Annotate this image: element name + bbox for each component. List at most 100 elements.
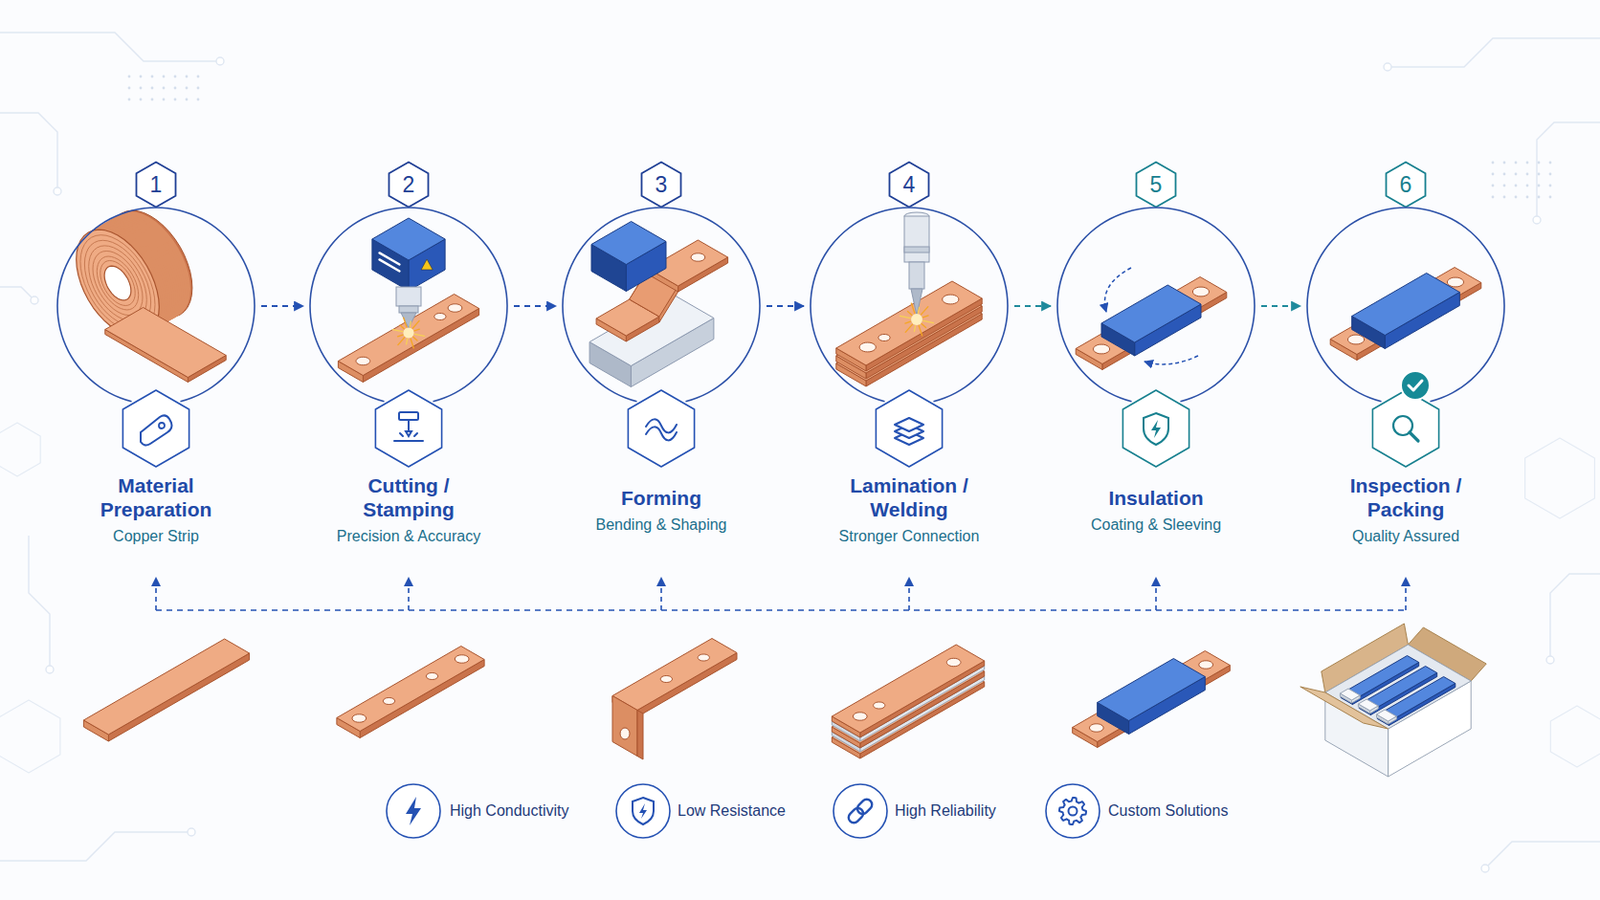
feature-icon xyxy=(616,784,670,839)
link-icon xyxy=(855,798,875,818)
bolt-hole xyxy=(355,356,371,365)
spark xyxy=(917,308,919,314)
process-step: Inspection / PackingQuality Assured xyxy=(1306,206,1506,406)
feature-label: High Conductivity xyxy=(449,801,570,822)
spark xyxy=(393,330,403,333)
spark xyxy=(400,325,404,330)
callout-number: 2 xyxy=(402,172,416,198)
product-bent-bar xyxy=(612,639,737,712)
product-row xyxy=(83,623,1487,778)
step-number: 5 xyxy=(1134,160,1178,209)
grid-dot xyxy=(1537,196,1541,200)
callout-number: 1 xyxy=(150,172,163,198)
press-tool xyxy=(591,222,667,266)
warning-sign xyxy=(421,259,433,270)
flow-arrow xyxy=(513,305,556,308)
check-mark xyxy=(1408,380,1423,391)
grid-dot xyxy=(1491,173,1495,177)
feature-icon xyxy=(616,784,670,839)
grid-dot xyxy=(151,98,155,102)
grid-dot xyxy=(1491,184,1495,188)
packed-bar xyxy=(1377,677,1456,723)
grid-dot xyxy=(128,98,132,102)
process-step: Material PreparationCopper Strip xyxy=(56,206,256,406)
step-icon xyxy=(394,412,423,442)
feature-icon xyxy=(833,784,888,839)
icon-hexagon xyxy=(875,390,942,467)
number-hexagon xyxy=(1386,162,1426,208)
step-illustration xyxy=(1330,267,1482,361)
decor-hexagon xyxy=(0,422,41,477)
plate-icon xyxy=(158,422,165,429)
laser-stripe xyxy=(379,259,400,271)
process-step: InsulationCoating & Sleeving xyxy=(1056,206,1256,406)
bolt-hole xyxy=(1446,277,1464,288)
grid-dot xyxy=(1537,161,1541,165)
gear-icon xyxy=(1059,798,1087,825)
grid-dot xyxy=(174,98,178,102)
check-badge xyxy=(1400,371,1430,400)
product-punched-bar xyxy=(336,646,485,733)
grid-dot xyxy=(1549,161,1553,165)
grid-dot xyxy=(1549,184,1553,188)
step-label: InsulationCoating & Sleeving xyxy=(1026,486,1286,535)
grid-dot xyxy=(1503,161,1507,165)
spark xyxy=(911,303,915,313)
grid-dot xyxy=(197,87,200,90)
feature-icon xyxy=(833,784,888,839)
step-circle xyxy=(809,206,1009,402)
step-circle xyxy=(56,206,256,406)
bolt-hole xyxy=(852,712,867,721)
bolt-hole xyxy=(454,655,469,664)
flow-arrow xyxy=(1261,305,1301,308)
circuit-pad xyxy=(53,187,62,196)
laser-nozzle xyxy=(399,306,419,313)
spark xyxy=(921,324,926,329)
plate-icon xyxy=(140,415,173,445)
callout-number: 5 xyxy=(1150,172,1163,198)
circuit-trace xyxy=(0,832,192,862)
step-label: Lamination / WeldingStronger Connection xyxy=(779,473,1039,547)
grid-dot xyxy=(162,75,166,79)
feature-label: High Reliability xyxy=(894,801,997,822)
step-subtitle: Coating & Sleeving xyxy=(1026,515,1286,535)
spark xyxy=(905,324,912,333)
spark xyxy=(923,320,934,323)
circuit-pad xyxy=(30,296,39,305)
dot-grid xyxy=(128,75,1553,200)
weld-torch-band xyxy=(904,246,930,253)
packed-bar-end xyxy=(1377,710,1398,722)
circuit-pad xyxy=(1383,63,1392,71)
step-label: Material PreparationCopper Strip xyxy=(26,473,286,547)
spark xyxy=(414,333,424,336)
motion-arrow xyxy=(1104,267,1132,312)
callout-number: 3 xyxy=(655,172,668,198)
step-subtitle: Bending & Shaping xyxy=(532,515,791,535)
spark xyxy=(921,307,929,315)
bolt-icon xyxy=(1151,420,1161,439)
spark xyxy=(905,321,912,324)
bolt-hole xyxy=(1093,344,1111,355)
bolt-hole xyxy=(946,658,961,667)
bracket-arrow xyxy=(407,577,410,611)
grid-dot xyxy=(1549,173,1553,177)
grid-dot xyxy=(1514,184,1518,188)
spark xyxy=(398,337,405,346)
product-sleeve xyxy=(1097,659,1206,722)
callout-number: 6 xyxy=(1400,172,1413,198)
icon-hexagon xyxy=(627,390,694,467)
bolt-hole xyxy=(859,342,876,353)
circuit-pad xyxy=(45,666,54,674)
bolt-hole xyxy=(878,334,890,342)
spark xyxy=(410,338,414,349)
circuit-trace xyxy=(1536,122,1600,221)
grid-dot xyxy=(1503,173,1507,177)
grid-dot xyxy=(151,75,155,79)
icon-hexagon xyxy=(1372,390,1439,467)
feature-icon xyxy=(386,784,441,839)
insulation-sleeve xyxy=(1101,285,1201,343)
coil-ring xyxy=(100,261,135,307)
grid-dot xyxy=(139,87,143,90)
copper-layer xyxy=(836,281,982,366)
